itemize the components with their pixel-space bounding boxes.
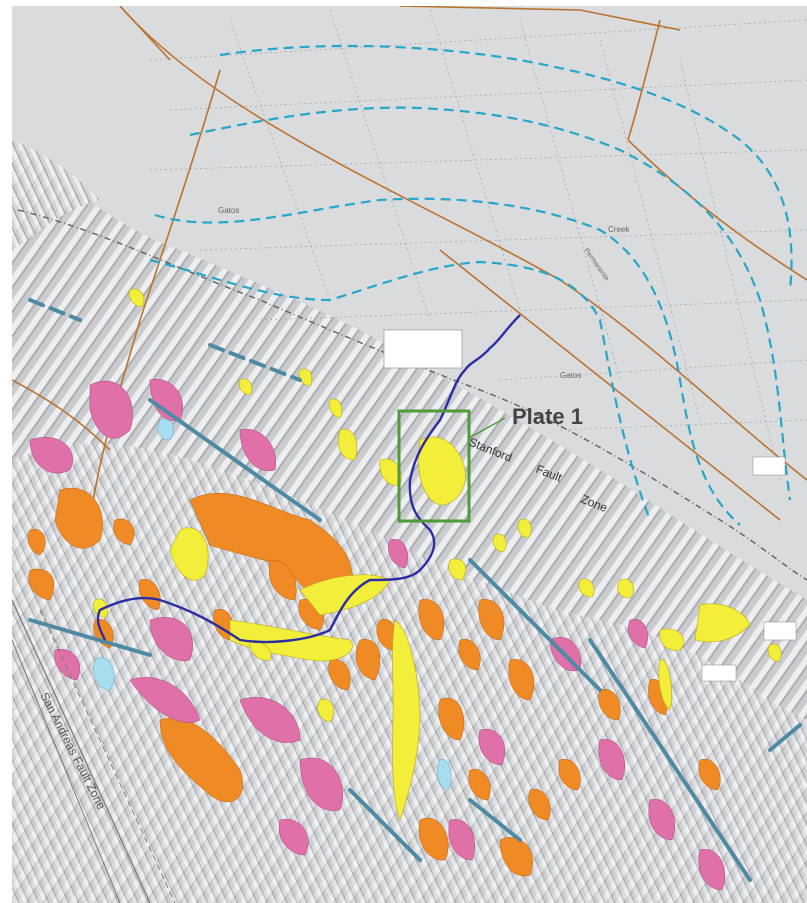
groundwater-contours	[149, 44, 793, 526]
reservoirs	[93, 418, 452, 791]
plate-1-leader	[468, 417, 506, 439]
plate-1-box[interactable]	[397, 409, 471, 523]
hill-terrain-upper	[12, 140, 100, 250]
fold-axes	[28, 298, 802, 882]
creek-label: Creek	[608, 225, 630, 234]
landslides-pink	[29, 378, 726, 891]
gauge-note-box-2	[763, 621, 797, 641]
permanente-creek	[96, 314, 521, 644]
gauge-note-box-3	[701, 664, 737, 682]
creek-note-box	[383, 329, 463, 369]
gatos-label-1: Gatos	[218, 206, 239, 215]
roads	[12, 6, 807, 521]
plate-1-label: Plate 1	[512, 404, 583, 429]
gauge-note-box-1	[752, 456, 786, 476]
san-andreas-fault-zone	[12, 599, 176, 903]
gatos-label-2: Gatos	[560, 371, 581, 380]
street-grid	[149, 9, 807, 481]
